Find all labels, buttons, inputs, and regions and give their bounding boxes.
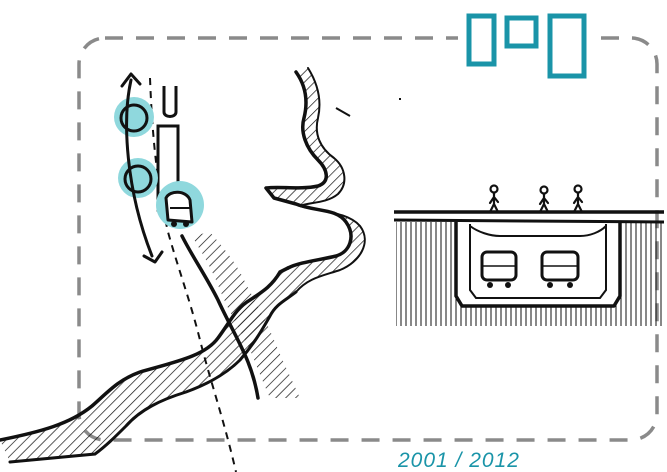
date-range-label: 2001 / 2012 (398, 448, 568, 472)
plan-sketch (0, 68, 365, 472)
section-sketch (394, 98, 664, 326)
